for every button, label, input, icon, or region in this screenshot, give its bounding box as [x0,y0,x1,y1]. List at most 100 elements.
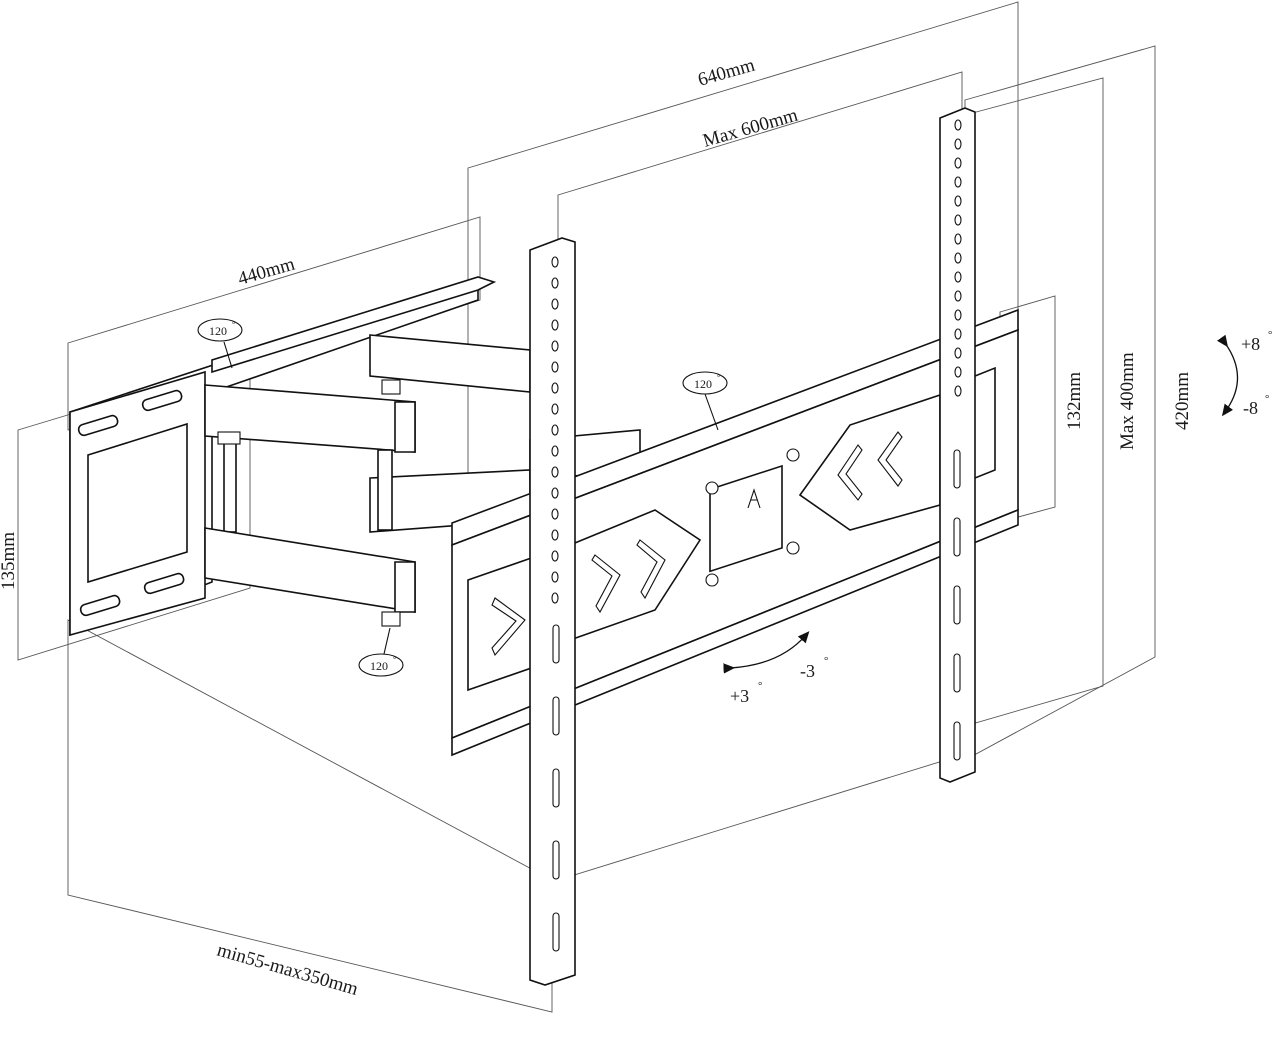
rail-right-hole [954,328,962,340]
rail-right-hole [954,157,962,169]
swivel-bottom-leader [383,627,391,655]
chevron-right-1 [491,597,526,657]
swivel-top-label: 120 [209,324,227,338]
plane-extension [67,619,553,1013]
label-440mm: 440mm [236,254,298,290]
rail-right-slot [953,517,961,557]
bracket-screw-3 [705,573,719,587]
rail-left-slot [552,840,560,880]
rail-left-hole [551,298,559,310]
label-extension: min55-max350mm [215,940,361,1000]
tilt-up-label: +8 [1241,334,1260,354]
rail-right-slot [953,585,961,625]
tilt-down-degree: ° [1265,393,1269,405]
level-plus-degree: ° [758,680,762,692]
label-max600mm: Max 600mm [701,105,801,152]
level-arc [723,631,810,674]
rail-right-holes [953,119,962,761]
bolt-bottom [381,611,401,627]
rail-left-slot [552,768,560,808]
swivel-top-degree: ° [232,320,235,329]
tilt-up-degree: ° [1268,329,1272,341]
rail-left-hole [551,445,559,457]
rail-right-hole [954,214,962,226]
label-max400mm: Max 400mm [1117,352,1138,450]
chevron-right-3 [636,539,666,600]
bracket-screw-1 [705,481,719,495]
chevron-left-1 [837,444,863,501]
chevron-left-2 [877,431,903,487]
rail-left-hole [551,508,559,520]
swivel-center-degree: ° [717,373,720,382]
logo-mark [747,488,761,509]
rail-right-hole [954,347,962,359]
angle-labels: +8 ° -8 ° -3 ° +3 ° ° ° ° [232,320,1272,706]
rail-left-hole [551,487,559,499]
tilt-down-label: -8 [1243,398,1258,418]
wall-plate-slot-4 [143,572,185,595]
rail-left-hole [551,361,559,373]
arm-assembly [204,334,641,627]
rail-left-hole [551,340,559,352]
rail-left-hole [551,466,559,478]
rail-left-slot [552,912,560,952]
swivel-bottom-label: 120 [370,659,388,673]
rail-left-holes [551,256,560,952]
rail-left-hole [551,571,559,583]
rail-left-hole [551,277,559,289]
rail-right-hole [954,271,962,283]
wall-plate-slot-1 [77,414,119,437]
level-minus-label: -3 [800,661,815,681]
bolt-top [381,379,401,395]
wall-plate-window [87,422,188,584]
wall-plate-slot-3 [79,594,121,617]
rotation-indicators: 120 120 120 [197,318,1238,677]
swivel-badge-top [197,318,243,342]
swivel-center-leader [704,393,719,431]
level-plus-label: +3 [730,686,749,706]
rail-right-hole [954,176,962,188]
bolt-left-top [217,431,241,445]
rail-right-slot [953,653,961,693]
rail-left-hole [551,382,559,394]
swivel-top-leader [223,341,233,369]
bracket-screw-2 [786,448,800,462]
rail-right-hole [954,233,962,245]
label-135mm: 135mm [0,532,19,590]
rail-right-hole [954,195,962,207]
rail-left-hole [551,529,559,541]
rail-right-hole [954,385,962,397]
rail-left [529,237,576,986]
rail-left-hole [551,592,559,604]
pivot-post-left [223,435,237,533]
arm-lower-end [394,561,416,613]
wall-plate-top-rail [211,276,497,374]
swivel-center-label: 120 [694,377,712,391]
rail-right-hole [954,138,962,150]
arm-lower [204,527,416,613]
rail-right-slot [953,721,961,761]
swivel-badge-bottom [358,653,404,677]
wall-plate-slot-2 [141,389,183,412]
rail-left-hole [551,550,559,562]
label-420mm: 420mm [1172,372,1193,430]
rail-right-slot [953,449,961,489]
level-minus-degree: ° [824,655,828,667]
rail-right-hole [954,119,962,131]
rail-right-hole [954,366,962,378]
rail-left-hole [551,424,559,436]
wall-plate [69,276,497,637]
swivel-bottom-degree: ° [393,655,396,664]
plane-440 [67,216,481,431]
rail-right-hole [954,290,962,302]
rail-left-slot [552,696,560,736]
rail-left-slot [552,624,560,664]
chevron-right-2 [591,554,621,614]
rail-left-hole [551,403,559,415]
rail-left-hole [551,256,559,268]
rail-right-hole [954,252,962,264]
rail-right-hole [954,309,962,321]
tv-rails [529,107,976,986]
